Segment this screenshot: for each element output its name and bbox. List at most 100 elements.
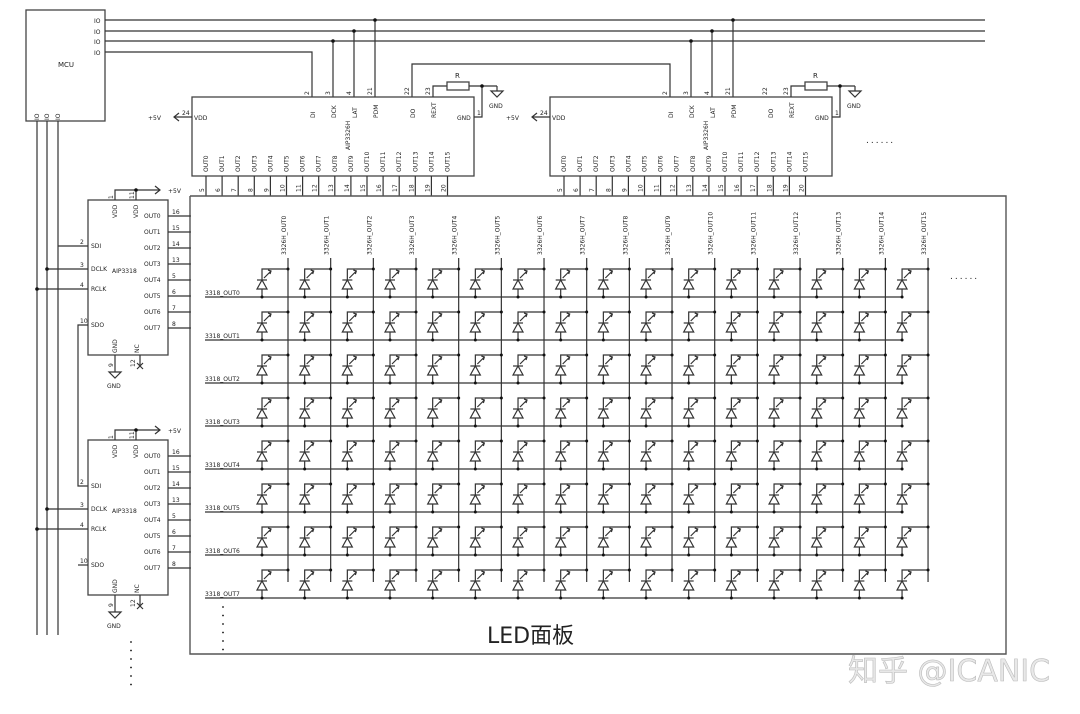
junction-dot — [841, 525, 845, 529]
vdd-wire — [114, 189, 160, 200]
led-lead — [901, 268, 929, 280]
diode-triangle — [597, 407, 610, 419]
led-lead — [304, 354, 331, 366]
led-icon — [853, 353, 887, 385]
output-label: OUT12 — [396, 151, 403, 172]
led-icon — [768, 353, 802, 385]
diode-triangle — [682, 493, 695, 505]
pin-label: DCK — [331, 104, 338, 118]
junction-dot — [815, 553, 819, 557]
junction-dot — [303, 381, 307, 385]
output-label: OUT11 — [380, 151, 387, 172]
diode-triangle — [469, 278, 482, 290]
junction-dot — [499, 482, 503, 486]
led-icon — [810, 353, 845, 385]
column-net-label: 3326H_OUT11 — [750, 212, 757, 255]
light-arrow-icon — [604, 355, 614, 365]
diode-triangle — [298, 579, 311, 591]
light-arrow-icon — [818, 570, 827, 580]
led-lead — [389, 354, 417, 366]
light-arrow-icon — [348, 355, 358, 365]
light-arrow-icon — [690, 484, 699, 494]
led-icon — [640, 439, 674, 471]
diode-triangle — [554, 579, 567, 591]
light-arrow-icon — [818, 355, 827, 365]
ground-label: GND — [847, 103, 861, 110]
junction-dot — [414, 353, 418, 357]
led-lead — [517, 397, 545, 409]
led-lead — [602, 526, 630, 538]
junction-dot — [371, 525, 375, 529]
junction-dot — [798, 439, 802, 443]
led-icon — [896, 353, 930, 385]
led-lead — [560, 397, 587, 409]
junction-dot — [286, 568, 290, 572]
junction-dot — [371, 482, 375, 486]
column-net-label: 3326H_OUT8 — [622, 215, 629, 255]
diode-triangle — [341, 321, 354, 333]
pin-number: 14 — [172, 481, 180, 488]
junction-dot — [371, 310, 375, 314]
junction-dot — [388, 338, 392, 342]
diode-triangle — [810, 407, 823, 419]
led-icon — [853, 568, 887, 600]
light-arrow-icon — [519, 527, 528, 537]
pin-number: 22 — [404, 87, 411, 95]
light-arrow-icon — [263, 484, 272, 494]
led-icon — [896, 439, 930, 471]
junction-dot — [542, 439, 546, 443]
pin-label: DCK — [689, 104, 696, 118]
pin-number: 7 — [172, 305, 176, 312]
light-arrow-icon — [818, 441, 827, 451]
light-arrow-icon — [690, 570, 699, 580]
junction-dot — [457, 439, 461, 443]
light-arrow-icon — [604, 570, 614, 580]
diode-triangle — [383, 450, 397, 462]
light-arrow-icon — [818, 312, 827, 322]
junction-dot — [900, 510, 904, 514]
junction-dot — [670, 482, 674, 486]
led-icon — [725, 482, 759, 514]
pin-number: 10 — [280, 184, 287, 192]
pin-number: 4 — [80, 282, 84, 289]
light-arrow-icon — [263, 398, 272, 408]
led-lead — [901, 526, 929, 538]
junction-dot — [926, 353, 930, 357]
output-label: OUT3 — [251, 155, 258, 172]
led-lead — [474, 268, 502, 280]
junction-dot — [559, 510, 563, 514]
row-net-label: 3318_OUT7 — [205, 591, 240, 598]
light-arrow-icon — [903, 484, 912, 494]
led-lead — [517, 526, 545, 538]
column-net-label: 3326H_OUT12 — [793, 212, 800, 255]
light-arrow-icon — [647, 398, 656, 408]
column-net-label: 3326H_OUT5 — [494, 215, 501, 255]
junction-dot — [480, 84, 484, 88]
output-label: OUT7 — [144, 565, 161, 572]
junction-dot — [729, 553, 733, 557]
pin-label: VDD — [112, 444, 119, 458]
led-lead — [645, 268, 673, 280]
led-lead — [432, 526, 459, 538]
column-net-label: 3326H_OUT2 — [366, 215, 373, 255]
led-icon — [383, 310, 418, 342]
led-lead — [389, 397, 417, 409]
pin-label: GND — [815, 115, 829, 122]
led-icon — [725, 310, 759, 342]
led-lead — [816, 569, 843, 581]
light-arrow-icon — [604, 312, 614, 322]
pin-number: 8 — [172, 321, 176, 328]
junction-dot — [670, 267, 674, 271]
resistor-label: R — [813, 72, 818, 80]
led-icon — [512, 310, 546, 342]
pin-number: 12 — [130, 599, 137, 607]
junction-dot — [303, 553, 307, 557]
light-arrow-icon — [732, 527, 742, 537]
junction-dot — [585, 568, 589, 572]
diode-triangle — [554, 278, 567, 290]
junction-dot — [815, 510, 819, 514]
diode-triangle — [640, 278, 653, 290]
junction-dot — [601, 295, 605, 299]
light-arrow-icon — [476, 570, 486, 580]
light-arrow-icon — [562, 355, 571, 365]
